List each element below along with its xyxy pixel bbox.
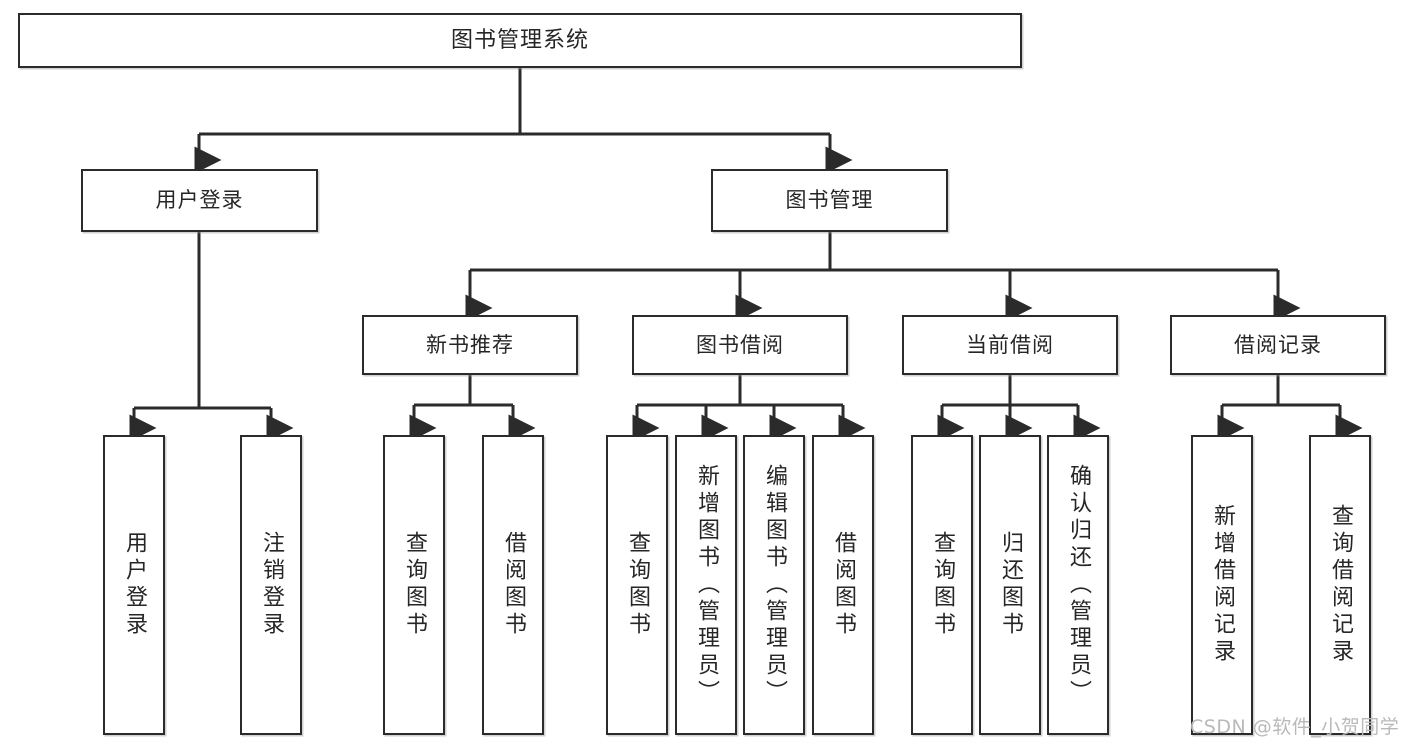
node-root[interactable]: 图书管理系统 — [18, 13, 1022, 68]
node-book-borrow-label: 图书借阅 — [696, 332, 784, 357]
csdn-watermark: CSDN @软件_小贺同学 — [1190, 716, 1400, 738]
node-leaf-query-book-2-label: 查询图书 — [625, 531, 650, 639]
node-leaf-borrow-book-1-label: 借阅图书 — [501, 531, 526, 639]
node-leaf-borrow-book-2-label: 借阅图书 — [831, 531, 856, 639]
node-user-login[interactable]: 用户登录 — [81, 169, 318, 232]
node-leaf-add-record-label: 新增借阅记录 — [1210, 504, 1235, 666]
node-book-management[interactable]: 图书管理 — [711, 169, 948, 232]
node-leaf-query-record-label: 查询借阅记录 — [1328, 504, 1353, 666]
node-leaf-borrow-book-2[interactable]: 借阅图书 — [812, 435, 874, 735]
node-root-label: 图书管理系统 — [450, 27, 589, 53]
node-leaf-add-record[interactable]: 新增借阅记录 — [1191, 435, 1253, 735]
node-leaf-return-book-label: 归还图书 — [998, 531, 1023, 639]
node-new-book-recommend-label: 新书推荐 — [426, 332, 514, 357]
node-book-borrow[interactable]: 图书借阅 — [632, 315, 848, 375]
node-leaf-query-book-1-label: 查询图书 — [402, 531, 427, 639]
node-leaf-user-login[interactable]: 用户登录 — [103, 435, 165, 735]
node-leaf-confirm-return[interactable]: 确认归还（管理员） — [1047, 435, 1109, 735]
node-leaf-add-book-label: 新增图书（管理员） — [694, 463, 719, 707]
node-leaf-edit-book[interactable]: 编辑图书（管理员） — [743, 435, 805, 735]
node-leaf-query-book-3-label: 查询图书 — [930, 531, 955, 639]
node-leaf-query-book-1[interactable]: 查询图书 — [383, 435, 445, 735]
node-borrow-record[interactable]: 借阅记录 — [1170, 315, 1386, 375]
node-leaf-return-book[interactable]: 归还图书 — [979, 435, 1041, 735]
node-leaf-edit-book-label: 编辑图书（管理员） — [762, 463, 787, 707]
node-leaf-query-record[interactable]: 查询借阅记录 — [1309, 435, 1371, 735]
node-user-login-label: 用户登录 — [155, 188, 244, 213]
node-book-management-label: 图书管理 — [785, 188, 874, 213]
node-leaf-add-book[interactable]: 新增图书（管理员） — [675, 435, 737, 735]
node-current-borrow[interactable]: 当前借阅 — [902, 315, 1118, 375]
node-leaf-query-book-2[interactable]: 查询图书 — [606, 435, 668, 735]
node-leaf-query-book-3[interactable]: 查询图书 — [911, 435, 973, 735]
node-leaf-logout-label: 注销登录 — [259, 531, 284, 639]
node-borrow-record-label: 借阅记录 — [1234, 332, 1322, 357]
node-leaf-confirm-return-label: 确认归还（管理员） — [1066, 463, 1091, 707]
node-leaf-logout[interactable]: 注销登录 — [240, 435, 302, 735]
node-current-borrow-label: 当前借阅 — [966, 332, 1054, 357]
node-new-book-recommend[interactable]: 新书推荐 — [362, 315, 578, 375]
node-leaf-user-login-label: 用户登录 — [122, 531, 147, 639]
node-leaf-borrow-book-1[interactable]: 借阅图书 — [482, 435, 544, 735]
